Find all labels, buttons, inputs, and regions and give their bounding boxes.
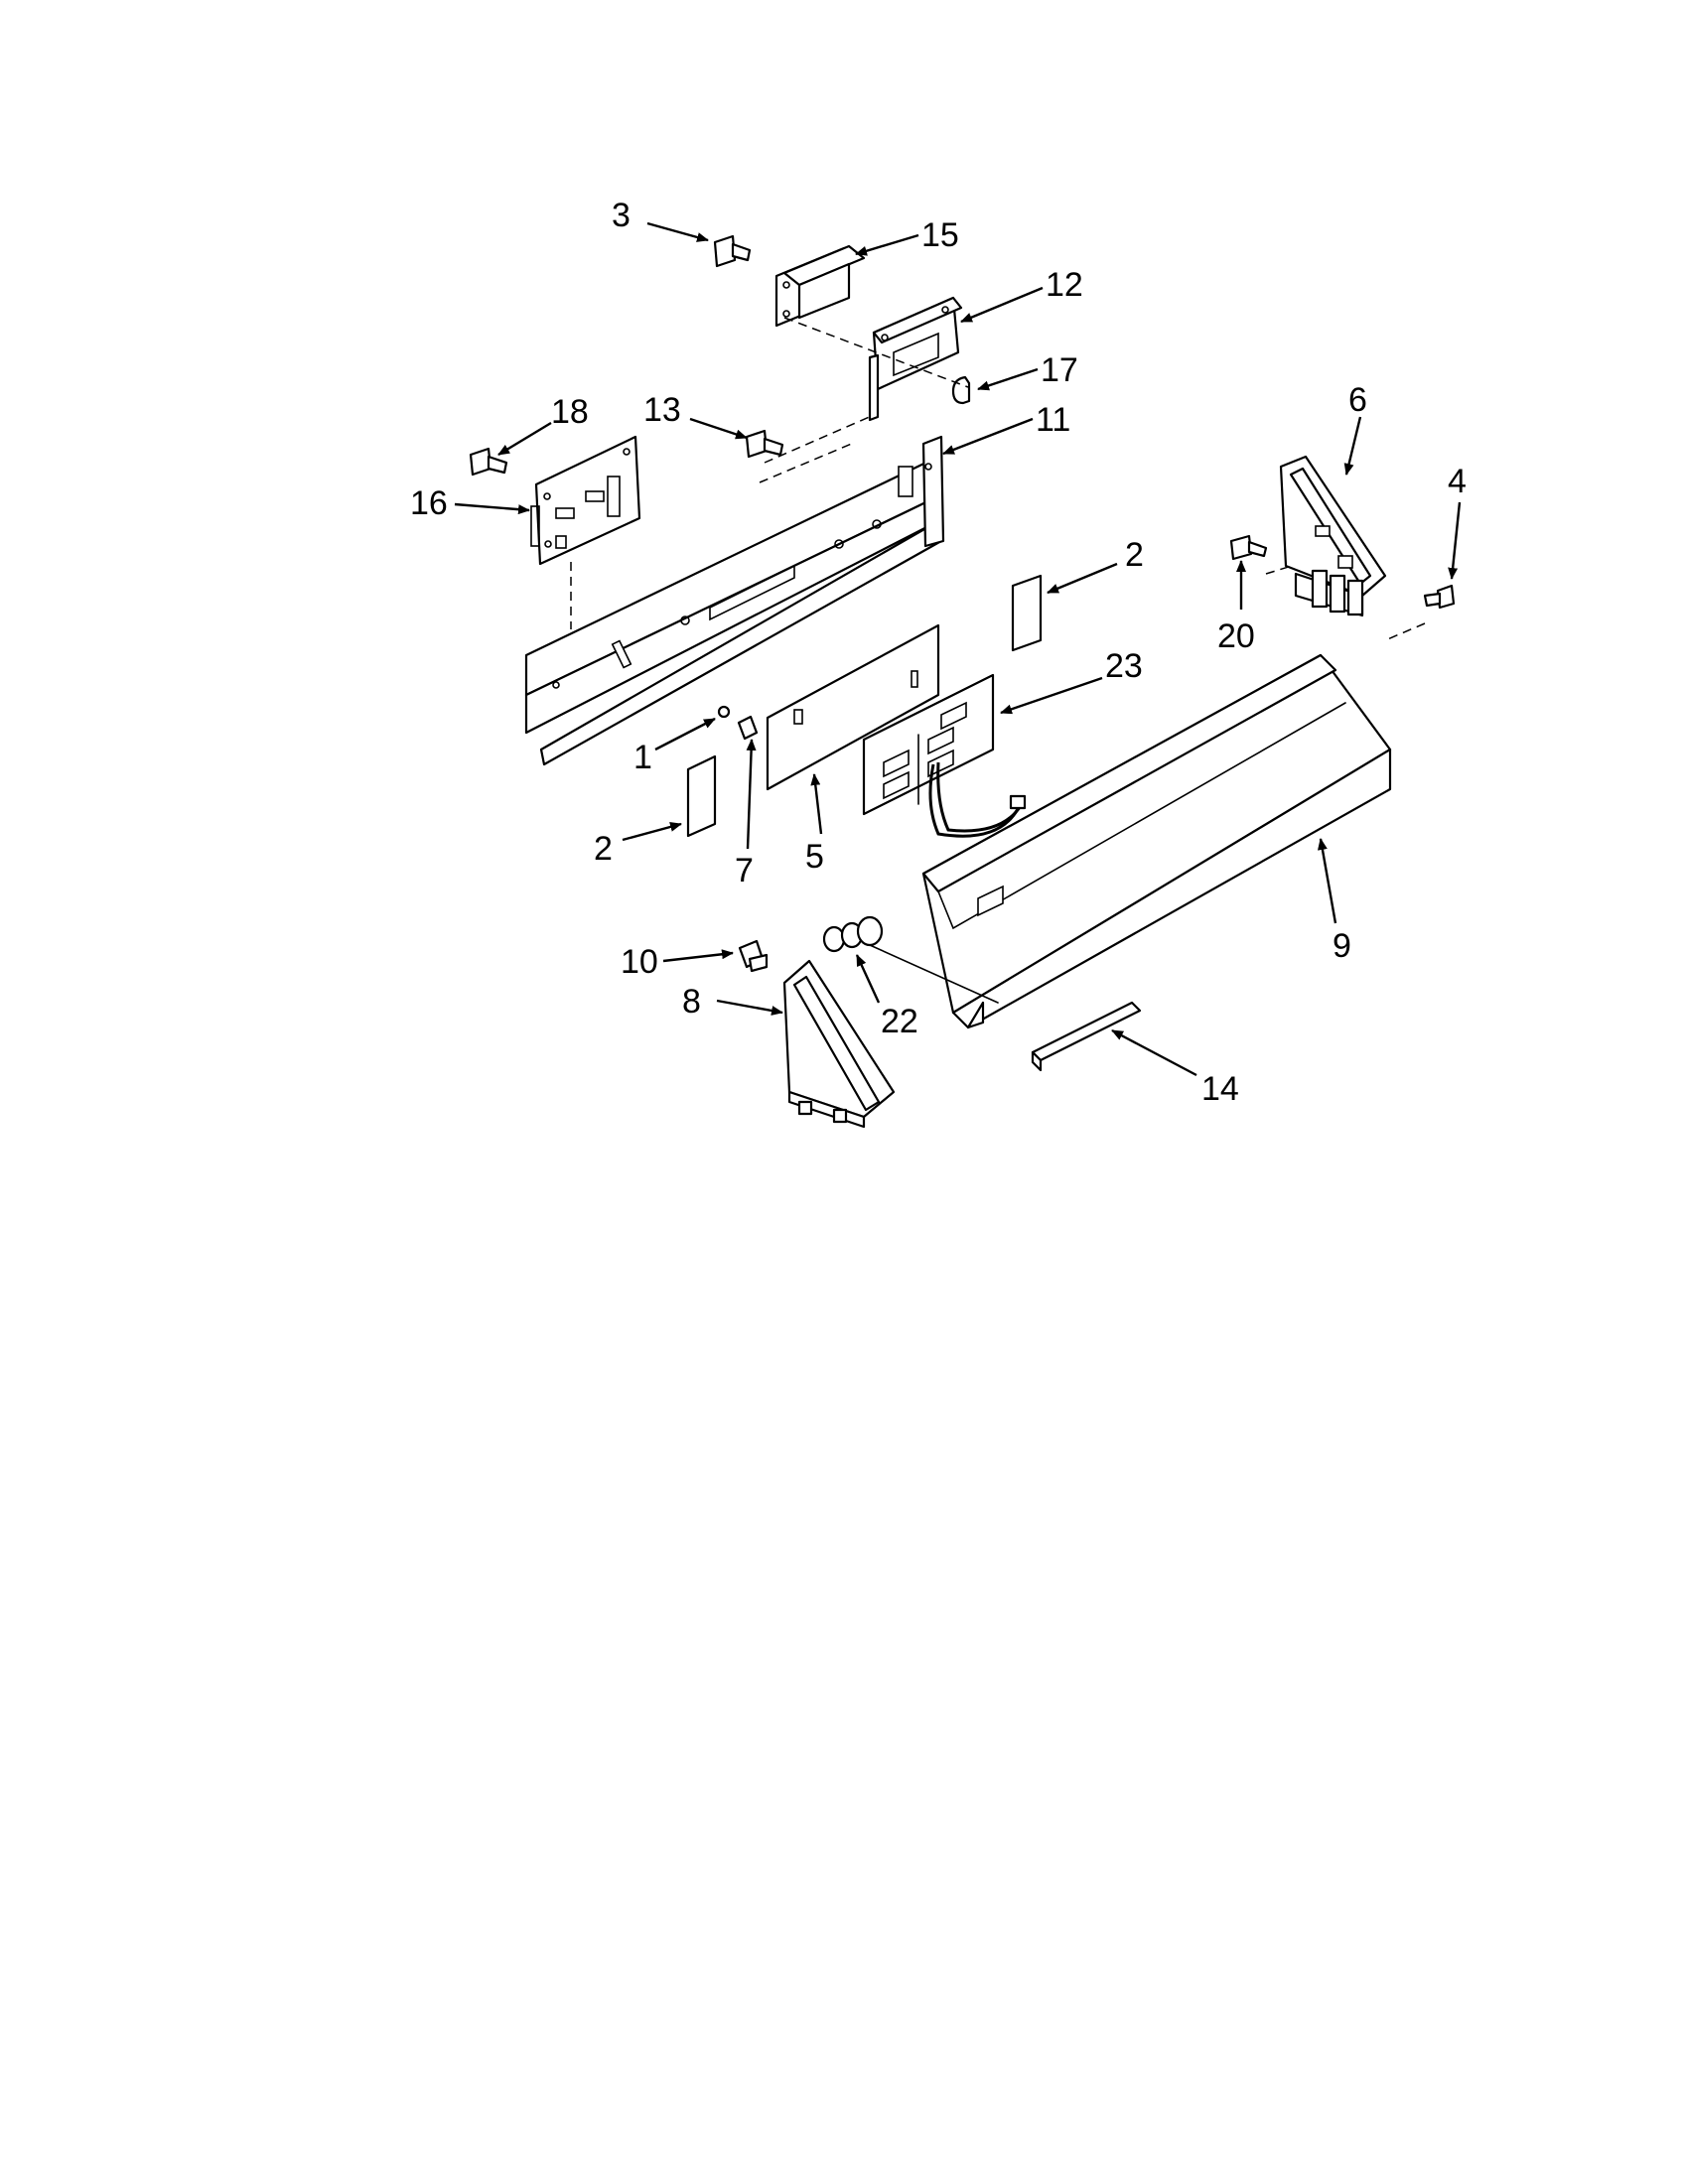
part-2-label-upper xyxy=(1011,574,1043,652)
callout-7: 7 xyxy=(735,852,754,889)
callout-1: 1 xyxy=(633,739,652,776)
callout-18: 18 xyxy=(551,393,589,431)
part-22-knobs xyxy=(822,915,999,1004)
callout-5: 5 xyxy=(805,838,824,876)
callout-4: 4 xyxy=(1448,463,1467,500)
part-18-screw xyxy=(469,447,508,477)
callout-13: 13 xyxy=(643,391,681,429)
callout-labels: 3 15 12 17 18 13 16 11 6 4 2 20 23 1 2 7… xyxy=(410,197,1467,1108)
callout-9: 9 xyxy=(1333,927,1351,965)
part-6-end-cap xyxy=(1279,455,1387,617)
callout-12: 12 xyxy=(1046,266,1083,304)
part-11-control-frame xyxy=(524,435,945,766)
part-2-label-lower xyxy=(686,754,717,838)
callout-17: 17 xyxy=(1041,351,1078,389)
part-3-screw xyxy=(713,234,752,268)
part-15-bracket xyxy=(774,244,866,328)
part-1-led xyxy=(717,705,731,719)
callout-2-lower: 2 xyxy=(594,830,613,868)
part-10-clip xyxy=(738,939,769,973)
part-23-keypad xyxy=(862,673,1027,838)
part-12-control-housing xyxy=(868,296,963,422)
part-17-clip xyxy=(951,375,971,405)
callout-3: 3 xyxy=(612,197,631,234)
callout-15: 15 xyxy=(921,216,959,254)
callout-14: 14 xyxy=(1201,1070,1239,1108)
callout-10: 10 xyxy=(621,943,658,981)
part-7-spring xyxy=(737,715,759,741)
callout-20: 20 xyxy=(1217,617,1255,655)
callout-6: 6 xyxy=(1348,381,1367,419)
part-13-screw xyxy=(745,429,784,459)
callout-2-upper: 2 xyxy=(1125,536,1144,574)
part-14-trim-strip xyxy=(1031,1001,1142,1072)
part-20-screw xyxy=(1229,534,1268,561)
part-9-console xyxy=(921,653,1392,1029)
part-5-overlay xyxy=(766,623,940,791)
callout-22: 22 xyxy=(881,1003,918,1040)
callout-23: 23 xyxy=(1105,647,1143,685)
leader-arrows xyxy=(454,221,1462,1077)
callout-16: 16 xyxy=(410,484,448,522)
part-16-circuit-board xyxy=(530,435,641,566)
part-4-screw xyxy=(1423,584,1456,610)
part-8-end-cap xyxy=(782,959,896,1129)
callout-11: 11 xyxy=(1036,401,1070,439)
callout-8: 8 xyxy=(682,983,701,1021)
